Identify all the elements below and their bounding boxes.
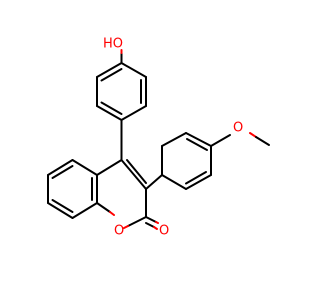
carbonyl-oxygen-label: O [159, 224, 169, 239]
bond [155, 221, 159, 224]
hydroxyl-label: HO [103, 37, 123, 52]
bond [145, 174, 163, 190]
bond [51, 165, 74, 179]
bond [123, 225, 129, 229]
structure-canvas: HO O O O [47, 37, 270, 239]
bond [96, 62, 123, 78]
bond [47, 202, 74, 219]
bond [185, 174, 212, 190]
methoxy-oxygen-label: O [233, 121, 243, 136]
bond [145, 216, 157, 223]
benzo-ring [47, 159, 98, 219]
bond [145, 222, 155, 228]
pyranone-ring [96, 159, 147, 229]
bond [47, 159, 74, 176]
bond [255, 136, 270, 146]
chemical-structure: HO O O O [47, 37, 270, 239]
bond [126, 159, 147, 184]
bond [153, 226, 158, 230]
bond [51, 199, 74, 213]
bond [120, 62, 147, 78]
bond [161, 132, 187, 147]
bond [120, 105, 147, 121]
bond [186, 138, 208, 151]
bond [96, 202, 111, 213]
methoxyphenyl-ring [161, 132, 212, 190]
bond [210, 134, 231, 147]
bond [71, 159, 98, 176]
bond [109, 211, 115, 216]
bond [185, 171, 207, 185]
bond [71, 202, 98, 219]
bond [96, 105, 123, 121]
bond [100, 68, 123, 82]
bond [127, 216, 147, 227]
bond [161, 174, 187, 190]
bond [96, 159, 123, 176]
hydroxyphenyl-ring [96, 62, 147, 121]
bond [120, 159, 147, 190]
bond [185, 132, 212, 147]
ring-oxygen-label: O [114, 224, 124, 239]
bond [249, 132, 257, 138]
bond [100, 101, 123, 115]
